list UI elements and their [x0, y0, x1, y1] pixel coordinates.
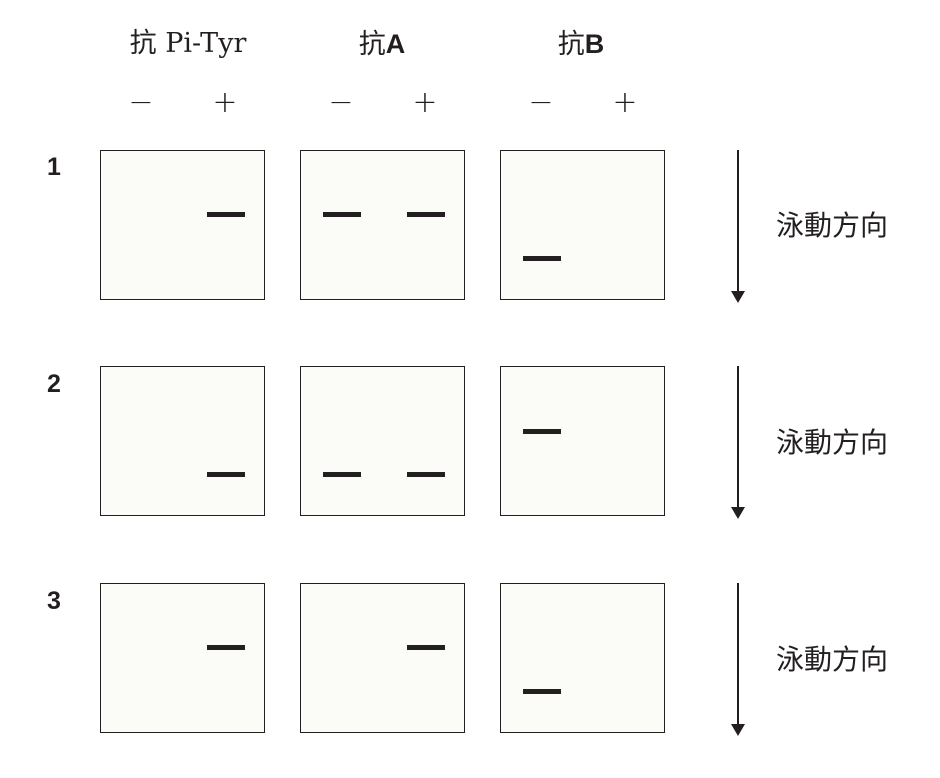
column-header-prefix: 抗: [358, 29, 386, 60]
band: [407, 472, 445, 477]
column-header-name: Pi-Tyr: [165, 28, 247, 59]
blot-panel-pi-tyr: [100, 366, 265, 516]
band: [407, 212, 445, 217]
blot-panel-anti-b: [500, 583, 665, 733]
column-header-prefix: 抗: [129, 28, 157, 59]
blot-panel-anti-b: [500, 366, 665, 516]
lane-sign-plus: +: [612, 85, 638, 120]
direction-arrow-head: [731, 507, 745, 519]
blot-panel-anti-b: [500, 150, 665, 300]
band: [207, 212, 245, 217]
band: [207, 645, 245, 650]
blot-panel-pi-tyr: [100, 583, 265, 733]
direction-label: 泳動方向: [776, 643, 889, 676]
band: [207, 472, 245, 477]
column-header-anti-a: 抗A: [342, 26, 422, 62]
blot-panel-anti-a: [300, 366, 465, 516]
lane-sign-minus: −: [328, 85, 354, 120]
direction-arrow-head: [731, 724, 745, 736]
direction-arrow-line: [737, 150, 739, 292]
band: [523, 429, 561, 434]
row-number: 3: [47, 587, 61, 615]
band: [323, 472, 361, 477]
row-number: 1: [47, 153, 61, 181]
column-header-name: A: [385, 29, 406, 59]
lane-sign-plus: +: [212, 85, 238, 120]
direction-arrow-line: [737, 583, 739, 725]
direction-arrow-line: [737, 366, 739, 508]
blot-panel-anti-a: [300, 583, 465, 733]
column-header-prefix: 抗: [557, 29, 585, 60]
blot-panel-pi-tyr: [100, 150, 265, 300]
column-header-name: B: [584, 29, 605, 59]
band: [407, 645, 445, 650]
lane-sign-minus: −: [128, 85, 154, 120]
band: [323, 212, 361, 217]
row-number: 2: [47, 370, 61, 398]
lane-sign-minus: −: [528, 85, 554, 120]
direction-label: 泳動方向: [776, 209, 889, 242]
column-header-anti-b: 抗B: [541, 26, 621, 62]
band: [523, 256, 561, 261]
band: [523, 689, 561, 694]
blot-panel-anti-a: [300, 150, 465, 300]
column-header-pi-tyr: 抗 Pi-Tyr: [108, 26, 268, 62]
lane-sign-plus: +: [412, 85, 438, 120]
direction-label: 泳動方向: [776, 426, 889, 459]
direction-arrow-head: [731, 291, 745, 303]
